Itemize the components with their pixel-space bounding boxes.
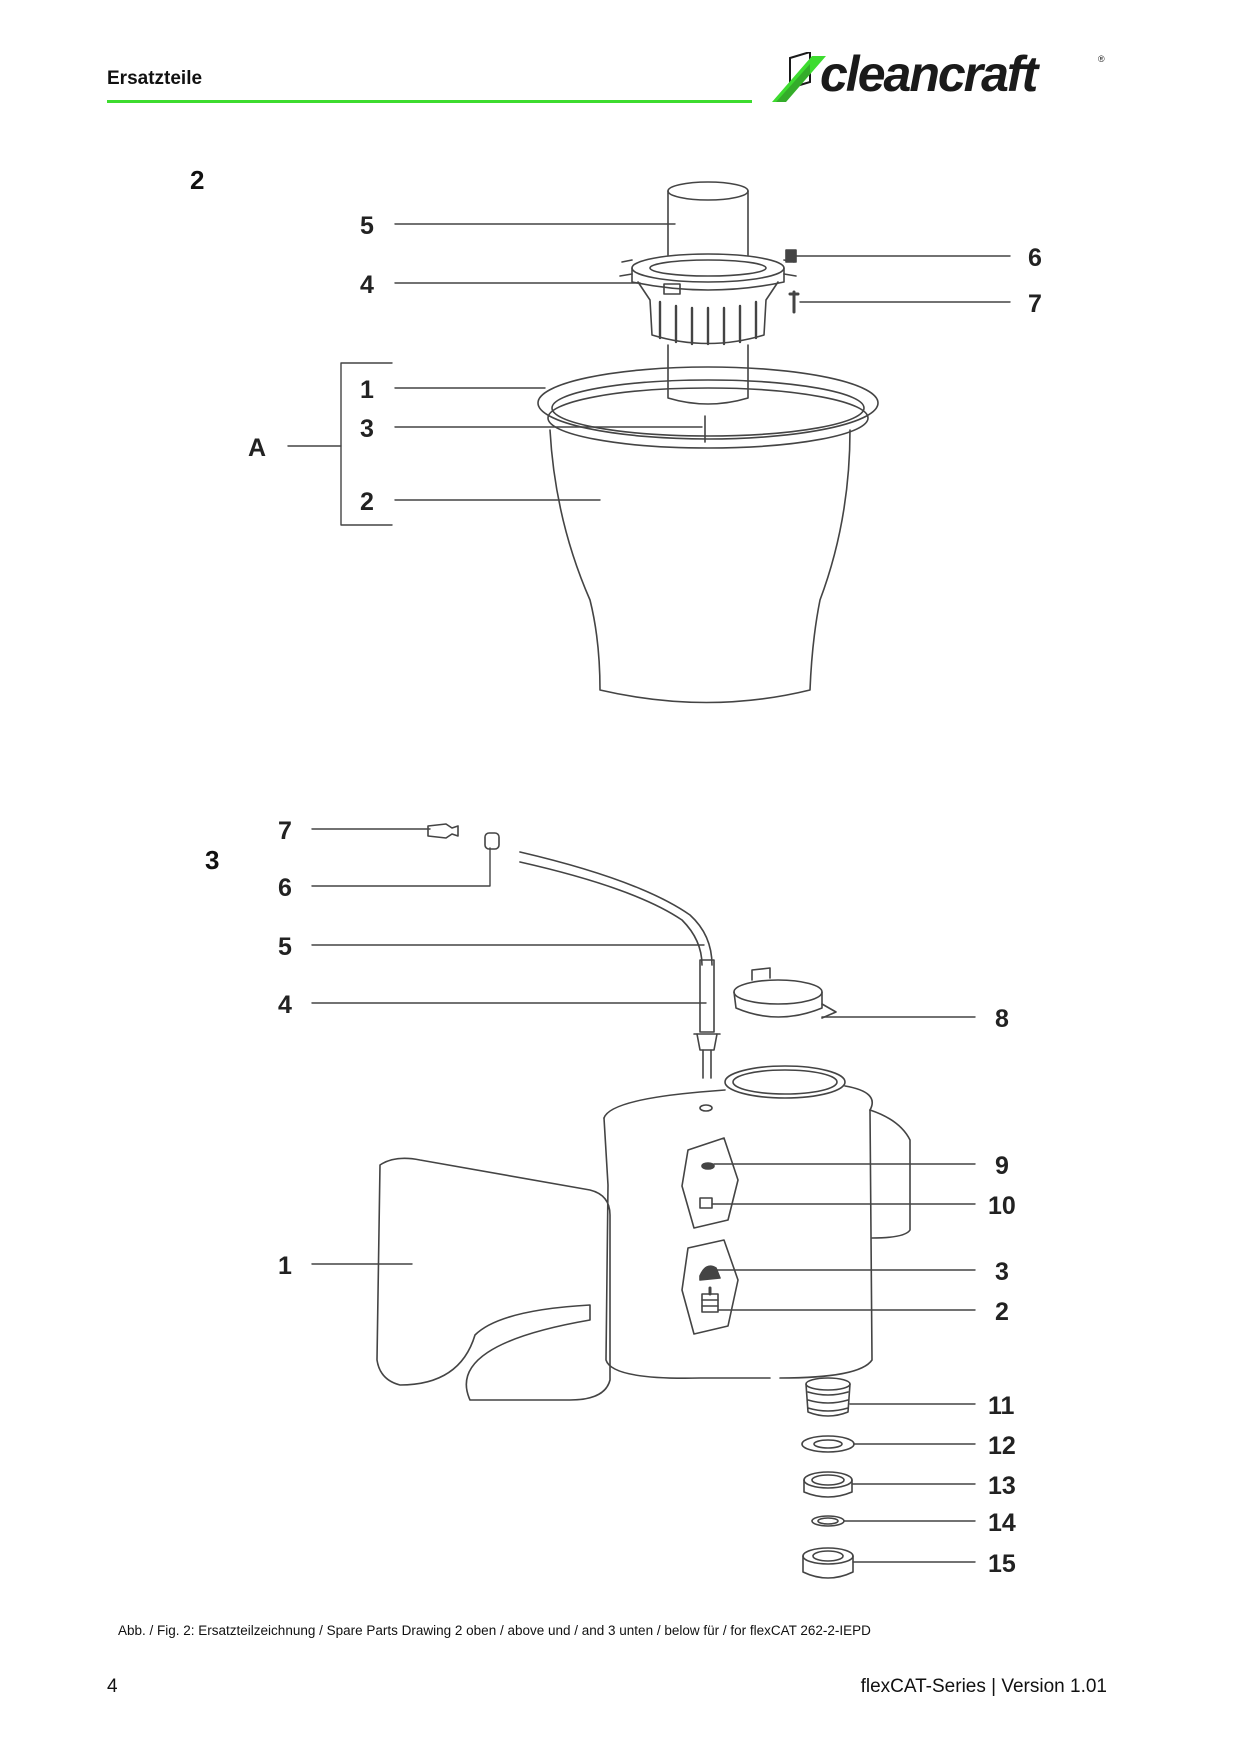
fig2-callout-6: 6	[1028, 244, 1042, 272]
fig3-callout-6: 6	[278, 874, 292, 902]
brand-logo: cleancraft ®	[770, 48, 1110, 104]
page-header-title: Ersatzteile	[107, 68, 203, 89]
registered-mark: ®	[1098, 54, 1105, 64]
fig2-part-7-screw	[788, 290, 800, 314]
figure-caption: Abb. / Fig. 2: Ersatzteilzeichnung / Spa…	[118, 1623, 871, 1638]
brand-logo-text: cleancraft	[820, 46, 1038, 102]
fig3-part-7-fitting	[427, 823, 459, 839]
fig3-callout-4: 4	[278, 991, 292, 1019]
fig3-part-6-elbow	[484, 832, 500, 850]
fig3-callout-14: 14	[988, 1509, 1016, 1537]
fig3-callout-9: 9	[995, 1152, 1009, 1180]
cleancraft-slash-cube-icon	[772, 52, 826, 102]
fig3-label-panels	[681, 1137, 739, 1335]
fig3-part-8-clamp	[733, 967, 837, 1019]
fig3-callout-8: 8	[995, 1005, 1009, 1033]
figure-2-number: 2	[190, 165, 205, 195]
fig2-part-5-pipe	[667, 181, 749, 256]
fig3-part-5-tube	[519, 851, 713, 966]
fig3-part-11-connector	[805, 1377, 851, 1417]
fig3-callout-13: 13	[988, 1472, 1016, 1500]
fig3-callout-10: 10	[988, 1192, 1016, 1220]
series-version: flexCAT-Series | Version 1.01	[860, 1676, 1107, 1697]
figure-3-number: 3	[205, 845, 220, 875]
fig2-callout-1: 1	[360, 376, 374, 404]
fig2-callout-5: 5	[360, 212, 374, 240]
fig2-callout-7: 7	[1028, 290, 1042, 318]
fig3-callout-7: 7	[278, 817, 292, 845]
fig2-callout-3: 3	[360, 415, 374, 443]
figure-2-drawing	[537, 181, 879, 704]
header-rule	[107, 100, 752, 103]
page-number: 4	[107, 1676, 118, 1697]
fig3-part-13-nut	[803, 1471, 853, 1498]
fig3-callout-3: 3	[995, 1258, 1009, 1286]
fig2-part-1-rim	[537, 366, 879, 449]
fig3-callout-1: 1	[278, 1252, 292, 1280]
fig3-part-2-valve	[701, 1286, 719, 1313]
fig3-callout-12: 12	[988, 1432, 1016, 1460]
fig2-group-label-a: A	[248, 434, 266, 462]
fig3-part-9-plug	[701, 1162, 715, 1170]
fig3-part-15-capnut	[802, 1547, 854, 1579]
fig2-callout-2: 2	[360, 488, 374, 516]
fig3-callout-15: 15	[988, 1550, 1016, 1578]
fig3-part-14-oring	[811, 1515, 845, 1527]
fig3-callout-2: 2	[995, 1298, 1009, 1326]
fig3-part-3-cap	[699, 1265, 721, 1281]
fig3-callout-5: 5	[278, 933, 292, 961]
fig2-part-2-bucket	[549, 429, 851, 704]
fig3-part-10-nut	[699, 1197, 713, 1209]
figure-3-drawing	[376, 823, 911, 1579]
fig3-callout-11: 11	[988, 1392, 1015, 1420]
fig3-part-12-washer	[801, 1435, 855, 1453]
fig3-tank-body	[376, 1065, 911, 1401]
fig2-callout-4: 4	[360, 271, 374, 299]
fig2-part-4-basket	[619, 253, 797, 346]
fig3-part-4-rod	[693, 959, 721, 1079]
